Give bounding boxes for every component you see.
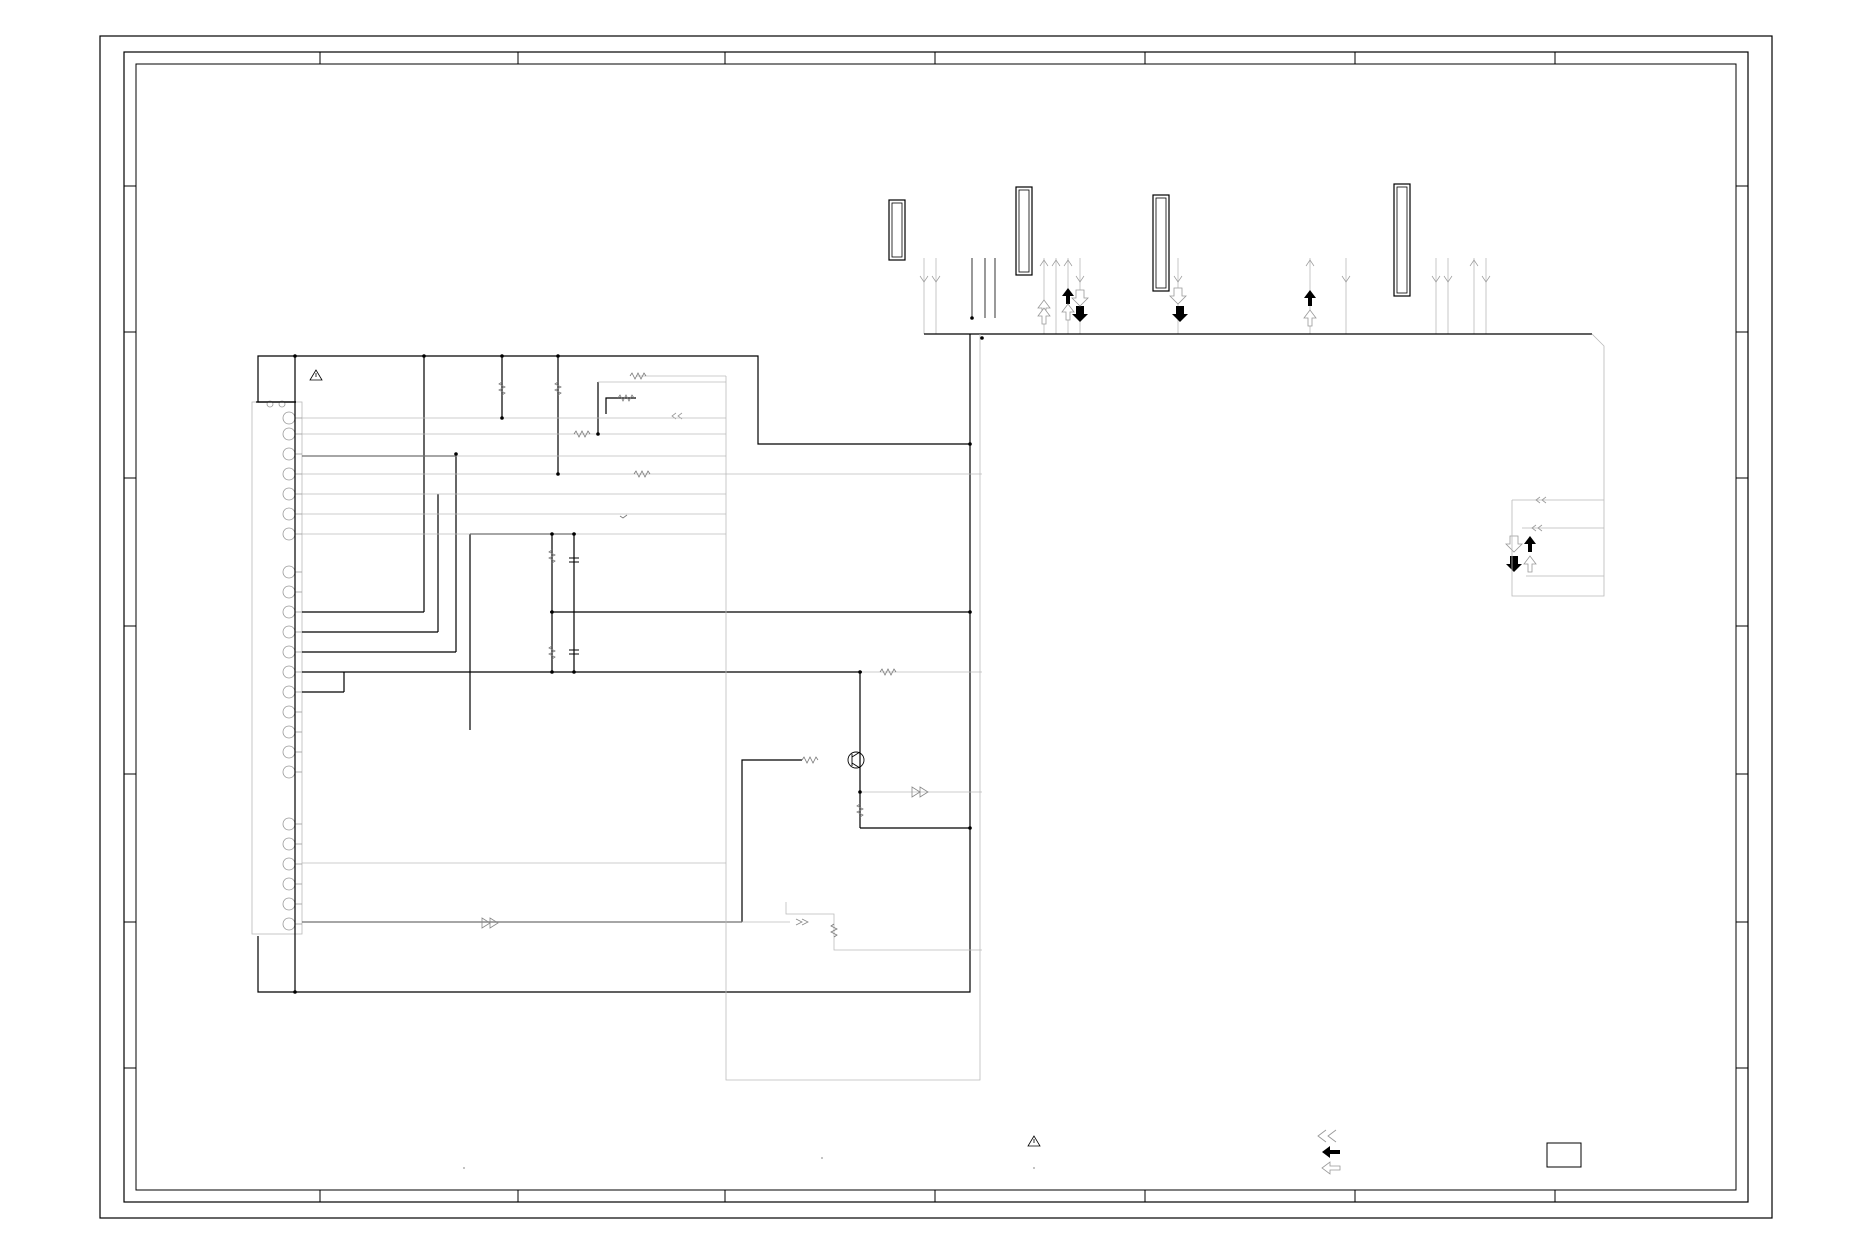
connector-cn2: [1015, 186, 1033, 276]
connector-cn3: [1152, 194, 1170, 292]
pin-circle-icon: [282, 585, 296, 599]
signal-wiring: [302, 334, 982, 1081]
pin-circle-icon: [282, 705, 296, 719]
pin-circle-icon: [282, 897, 296, 911]
pin-circle-icon: [282, 447, 296, 461]
pin-circle-icon: [282, 467, 296, 481]
double-chevron-arrow-icon: [671, 412, 1547, 532]
transistor-icon: [847, 751, 865, 769]
connector-cn1: [888, 199, 906, 261]
warning-triangle-icon: [1027, 1135, 1041, 1147]
double-chevron-arrow-icon: [481, 786, 929, 929]
pin-circle-icon: [282, 837, 296, 851]
pin-circle-icon: [282, 765, 296, 779]
top-bus: [924, 333, 1605, 597]
solid-block-arrow-icon: [1062, 288, 1536, 572]
title-block-box-icon: [1546, 1142, 1582, 1168]
pin-circle-icon: [282, 645, 296, 659]
frame-zone-ticks: [124, 52, 1748, 1202]
resistor-icon: [498, 372, 897, 938]
pin-circle-icon: [282, 507, 296, 521]
lead-arrowheads: [919, 259, 1491, 283]
pin-circle-icon: [282, 665, 296, 679]
pin-circle-icon: [282, 857, 296, 871]
connector-cn4: [1393, 183, 1411, 297]
pin-circle-icon: [282, 427, 296, 441]
double-chevron-arrow-icon: [1317, 1129, 1337, 1143]
pin-circle-icon: [282, 527, 296, 541]
pin-circle-icon: [282, 685, 296, 699]
pin-circle-icon: [282, 745, 296, 759]
pin-circle-icon: [282, 917, 296, 931]
legend: [463, 1129, 1341, 1175]
hollow-block-arrow-icon: [1321, 1161, 1341, 1175]
warning-triangle-icon: [309, 369, 323, 381]
solid-block-arrow-icon: [1322, 1146, 1340, 1158]
pin-circle-icon: [282, 817, 296, 831]
junction-dots: [293, 316, 984, 994]
main-wiring: [257, 334, 971, 993]
pin-circle-icon: [282, 487, 296, 501]
pin-circle-icon: [282, 625, 296, 639]
pin-circle-icon: [282, 877, 296, 891]
pin-circle-icon: [282, 411, 296, 425]
pin-circle-icon: [282, 725, 296, 739]
capacitor-icon: [569, 557, 579, 655]
hollow-block-arrow-icon: [1037, 287, 1537, 573]
drawing-frame: [99, 35, 1773, 1219]
pin-circle-icon: [282, 565, 296, 579]
pin-circle-icon: [282, 605, 296, 619]
